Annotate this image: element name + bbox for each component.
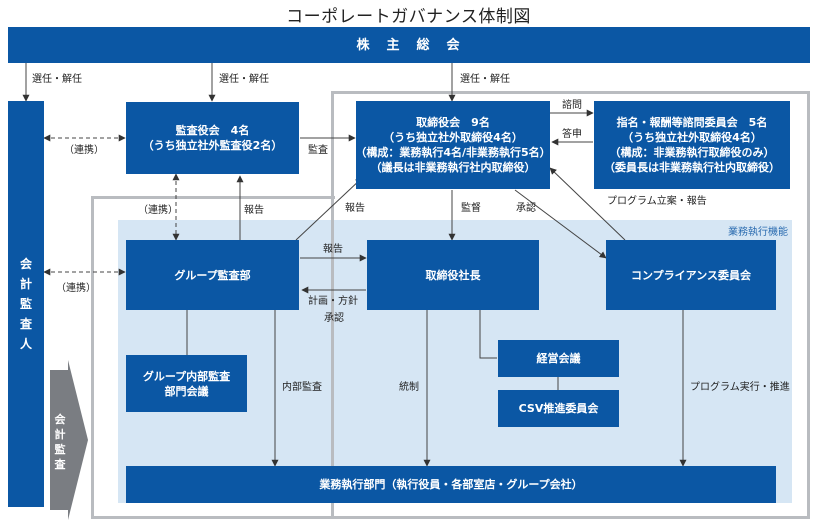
compliance-label: コンプライアンス委員会 bbox=[630, 268, 751, 282]
label-internal-audit: 内部監査 bbox=[282, 382, 322, 393]
label-program-exec: プログラム実行・推進 bbox=[690, 382, 790, 393]
group-internal-line2: 部門会議 bbox=[164, 384, 209, 398]
label-plan-report: プログラム立案・報告 bbox=[607, 196, 707, 207]
label-plan-policy: 計画・方針 bbox=[308, 296, 358, 307]
board-region-outline bbox=[331, 91, 810, 519]
group-internal-audit-meeting-box: グループ内部監査 部門会議 bbox=[126, 355, 247, 412]
label-elect-dismiss-3: 選任・解任 bbox=[460, 74, 510, 85]
nomination-line1: 指名・報酬等諮問委員会 5名 bbox=[616, 116, 768, 129]
label-control: 統制 bbox=[399, 382, 419, 393]
line-report-board bbox=[295, 177, 363, 241]
page-title: コーポレートガバナンス体制図 bbox=[286, 7, 531, 27]
board-line3: （構成：業務執行4名/非業務執行5名） bbox=[355, 146, 551, 159]
nomination-line4: （委員長は非業務執行社内取締役） bbox=[604, 161, 780, 174]
president-box: 取締役社長 bbox=[367, 240, 539, 310]
nomination-committee-box: 指名・報酬等諮問委員会 5名 （うち独立社外取締役4名） （構成：非業務執行取締… bbox=[594, 101, 790, 189]
label-report-1: 報告 bbox=[244, 205, 264, 216]
label-approve-1: 承認 bbox=[516, 203, 536, 214]
accounting-auditor-label: 会計監査人 bbox=[19, 257, 32, 351]
audit-board-line2: （うち独立社外監査役2名） bbox=[142, 139, 283, 152]
board-line4: （議長は非業務執行社内取締役） bbox=[370, 161, 536, 174]
label-approve-2: 承認 bbox=[324, 313, 344, 324]
board-box: 取締役会 9名 （うち独立社外取締役4名） （構成：業務執行4名/非業務執行5名… bbox=[355, 101, 551, 189]
csv-committee-box: CSV推進委員会 bbox=[498, 390, 619, 427]
nomination-line3: （構成：非業務執行取締役のみ） bbox=[609, 146, 775, 159]
compliance-committee-box: コンプライアンス委員会 bbox=[606, 240, 776, 310]
shareholders-meeting-label: 株 主 総 会 bbox=[356, 37, 462, 53]
business-function-label: 業務執行機能 bbox=[728, 227, 788, 238]
accounting-auditor-box: 会計監査人 bbox=[8, 101, 44, 507]
label-report-2: 報告 bbox=[345, 203, 365, 214]
audit-board-box: 監査役会 4名 （うち独立社外監査役2名） bbox=[126, 102, 299, 174]
label-answer: 答申 bbox=[562, 129, 582, 140]
line-approve bbox=[514, 189, 607, 259]
group-audit-label: グループ監査部 bbox=[174, 268, 251, 282]
label-elect-dismiss-2: 選任・解任 bbox=[219, 74, 269, 85]
board-line1: 取締役会 9名 bbox=[416, 116, 490, 129]
label-audit: 監査 bbox=[308, 145, 328, 156]
business-division-box: 業務執行部門（執行役員・各部室店・グループ会社） bbox=[126, 466, 776, 503]
audit-board-line1: 監査役会 4名 bbox=[175, 124, 250, 137]
group-region-outline bbox=[91, 196, 335, 519]
shareholders-meeting-box: 株 主 総 会 bbox=[8, 27, 810, 63]
management-meeting-box: 経営会議 bbox=[498, 340, 619, 377]
label-cooperation-3: （連携） bbox=[56, 283, 96, 294]
line-president-mgmt bbox=[479, 310, 497, 359]
label-elect-dismiss-1: 選任・解任 bbox=[32, 74, 82, 85]
label-consult: 諮問 bbox=[562, 100, 582, 111]
nomination-line2: （うち独立社外取締役4名） bbox=[622, 131, 762, 144]
group-internal-line1: グループ内部監査 bbox=[142, 369, 231, 383]
label-supervise: 監督 bbox=[461, 203, 481, 214]
board-line2: （うち独立社外取締役4名） bbox=[383, 131, 523, 144]
group-audit-box: グループ監査部 bbox=[126, 240, 299, 310]
csv-committee-label: CSV推進委員会 bbox=[518, 402, 599, 415]
management-meeting-label: 経営会議 bbox=[536, 352, 581, 365]
label-report-3: 報告 bbox=[323, 244, 343, 255]
business-division-label: 業務執行部門（執行役員・各部室店・グループ会社） bbox=[319, 478, 583, 491]
line-plan-report bbox=[549, 167, 626, 241]
president-label: 取締役社長 bbox=[425, 268, 481, 282]
accounting-audit-arrow-label: 会計監査 bbox=[54, 413, 66, 471]
label-cooperation-2: （連携） bbox=[138, 205, 178, 216]
label-cooperation-1: （連携） bbox=[64, 145, 104, 156]
